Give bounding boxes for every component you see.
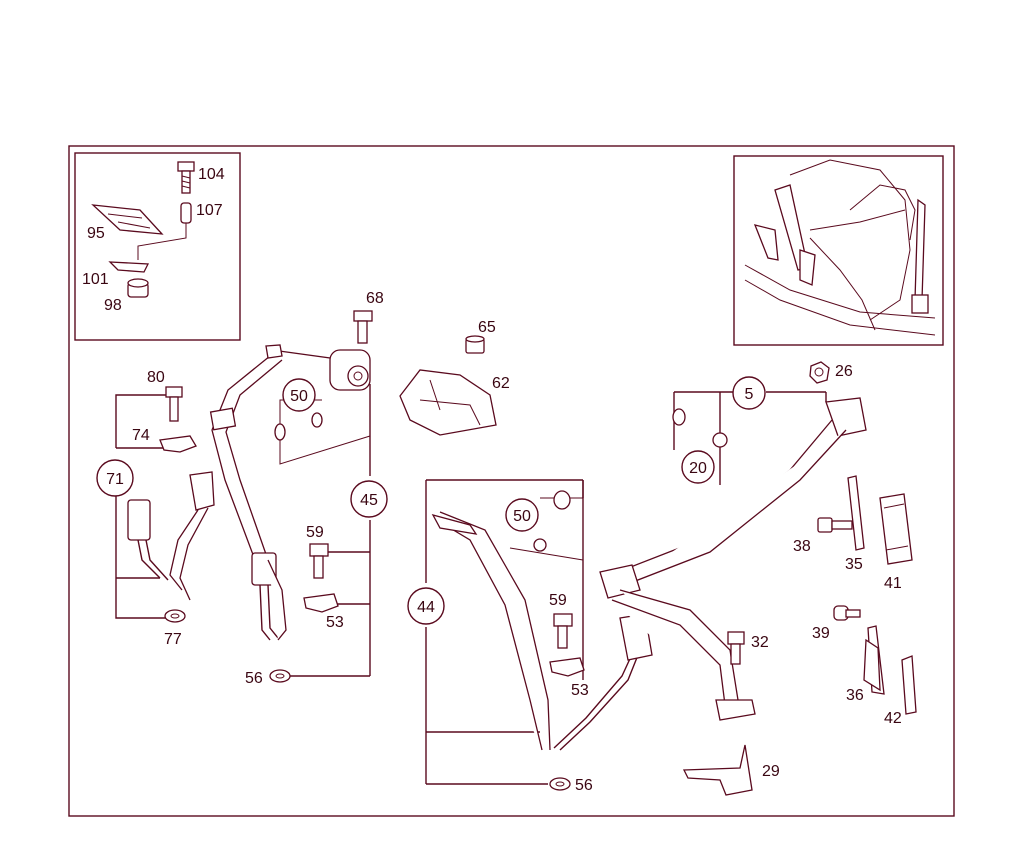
- callout-circle-44: [407, 587, 445, 625]
- callout-42: 42: [884, 710, 902, 727]
- callout-53-left: 53: [326, 614, 344, 631]
- callout-59-center: 59: [549, 592, 567, 609]
- assembly-45: [209, 310, 373, 683]
- bolt-68: [353, 310, 373, 344]
- callout-26: 26: [835, 363, 853, 380]
- washer-53-center: [549, 657, 585, 677]
- callout-circle-50-left: [282, 378, 316, 412]
- callout-59-left: 59: [306, 524, 324, 541]
- callout-68: 68: [366, 290, 384, 307]
- inset-top-left-frame: [74, 152, 241, 341]
- callout-50-left: 50: [290, 388, 308, 405]
- callout-circle-5: [732, 376, 766, 410]
- bracket-29: [682, 744, 753, 796]
- washer-53-left: [303, 593, 339, 613]
- callout-50-center: 50: [513, 508, 531, 525]
- bracket-62: [399, 369, 497, 436]
- nut-65: [465, 335, 485, 354]
- callout-5: 5: [745, 386, 754, 403]
- washer-77: [164, 609, 186, 623]
- callout-74: 74: [132, 427, 150, 444]
- plate-35: [847, 475, 865, 551]
- callout-38: 38: [793, 538, 811, 555]
- bolt-38: [817, 517, 853, 533]
- callout-65: 65: [478, 319, 496, 336]
- inset-top-left: [74, 152, 241, 341]
- plate-36: [863, 625, 885, 695]
- callout-circle-20: [681, 450, 715, 484]
- callout-41: 41: [884, 575, 902, 592]
- plate-42: [901, 655, 917, 715]
- callout-35: 35: [845, 556, 863, 573]
- callout-circle-45: [350, 480, 388, 518]
- bolt-80: [165, 386, 183, 422]
- clip-101: [108, 261, 150, 273]
- callout-53-center: 53: [571, 682, 589, 699]
- callout-71: 71: [106, 471, 124, 488]
- assembly-44: [425, 479, 653, 791]
- bolt-104: [177, 161, 195, 194]
- inset-top-right: [733, 155, 944, 346]
- assembly-5: [599, 361, 867, 796]
- callout-circle-50-center: [505, 498, 539, 532]
- callout-circle-71: [96, 459, 134, 497]
- callout-32: 32: [751, 634, 769, 651]
- washer-56-left: [269, 669, 291, 683]
- washer-74: [159, 435, 197, 453]
- callout-101: 101: [82, 271, 109, 288]
- sleeve-107: [180, 202, 192, 224]
- inset-top-right-frame: [733, 155, 944, 346]
- callout-62: 62: [492, 375, 510, 392]
- callout-80: 80: [147, 369, 165, 386]
- callout-56-left: 56: [245, 670, 263, 687]
- cover-41: [879, 493, 913, 565]
- bolt-59-center: [553, 613, 573, 649]
- callout-45: 45: [360, 492, 378, 509]
- nut-98: [127, 278, 149, 298]
- callout-39: 39: [812, 625, 830, 642]
- callout-98: 98: [104, 297, 122, 314]
- callout-20: 20: [689, 460, 707, 477]
- diagram-frame: [68, 145, 955, 817]
- bolt-59-left: [309, 543, 329, 579]
- assembly-71: [115, 386, 215, 623]
- callout-44: 44: [417, 599, 435, 616]
- callout-29: 29: [762, 763, 780, 780]
- callout-77: 77: [164, 631, 182, 648]
- nut-26: [809, 361, 830, 384]
- callout-56-center: 56: [575, 777, 593, 794]
- callout-95: 95: [87, 225, 105, 242]
- callout-36: 36: [846, 687, 864, 704]
- bolt-32: [727, 631, 745, 665]
- callout-104: 104: [198, 166, 225, 183]
- bolt-39: [833, 605, 861, 621]
- callout-107: 107: [196, 202, 223, 219]
- washer-56-center: [549, 777, 571, 791]
